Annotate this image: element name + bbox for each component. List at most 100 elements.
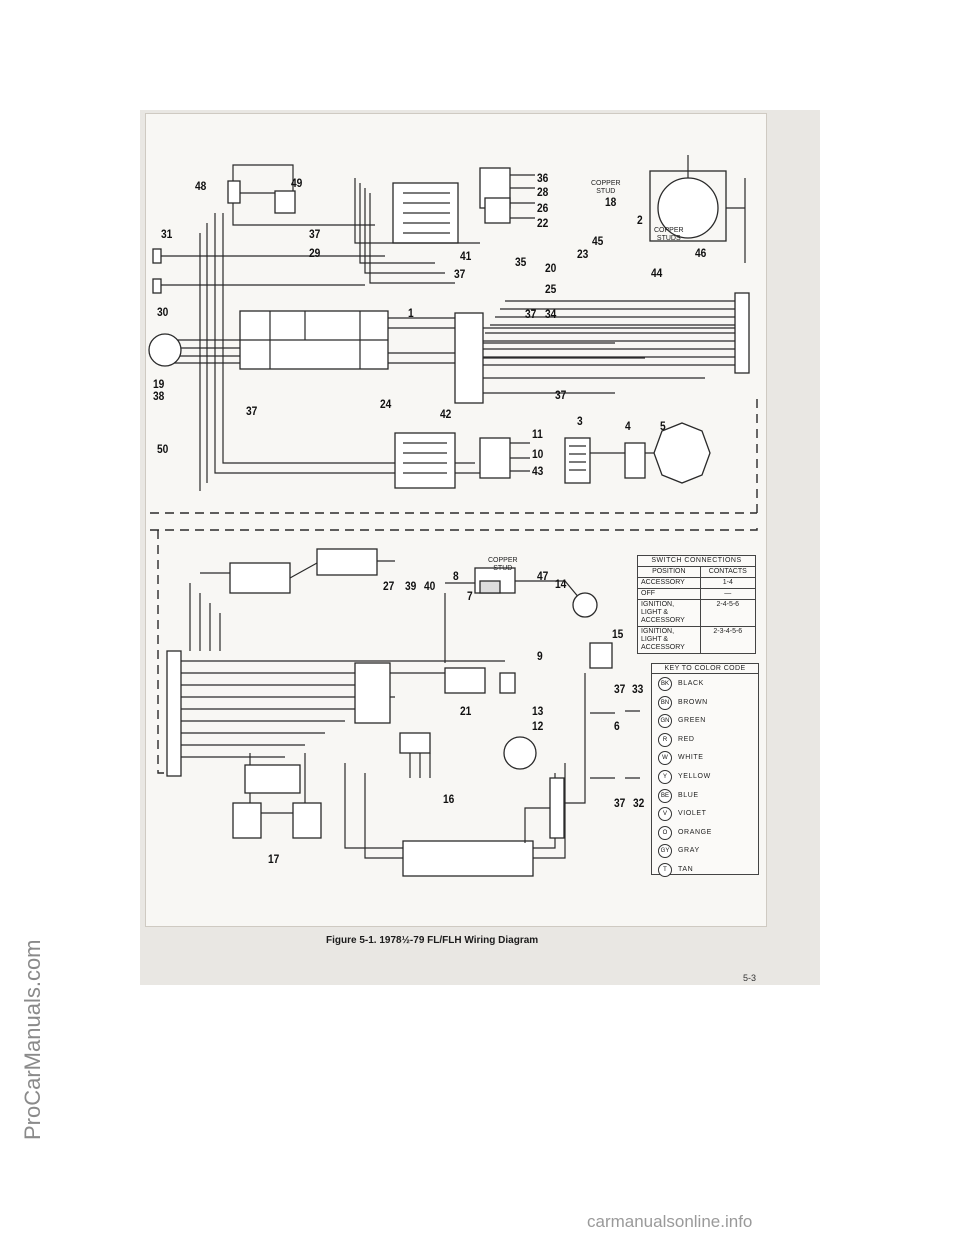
callout-49: 49 [291, 176, 303, 190]
color-code-badge: O [658, 825, 672, 840]
color-key-row: GY GRAY [652, 841, 758, 860]
callout-26: 26 [537, 201, 549, 215]
color-name: TAN [678, 865, 694, 873]
switch-position: OFF [637, 588, 701, 600]
callout-32: 32 [633, 796, 645, 810]
callout-21: 21 [460, 704, 472, 718]
callout-16: 16 [443, 792, 455, 806]
callout-12: 12 [532, 719, 544, 733]
callout-39: 39 [405, 579, 417, 593]
switch-table-col-contacts: CONTACTS [699, 566, 757, 578]
switch-contacts: 1-4 [699, 577, 757, 589]
callout-17: 17 [268, 852, 280, 866]
callout-11: 11 [532, 427, 543, 441]
color-code-badge: BN [658, 695, 672, 710]
color-name: ORANGE [678, 828, 712, 836]
callout-44: 44 [651, 266, 663, 280]
callout-25: 25 [545, 282, 557, 296]
callout-20: 20 [545, 261, 557, 275]
callout-29: 29 [309, 246, 321, 260]
callout-41: 41 [460, 249, 472, 263]
callout-37b: 37 [454, 267, 466, 281]
callout-19: 19 [153, 377, 165, 391]
color-key-row: BN BROWN [652, 693, 758, 712]
callout-37c: 37 [525, 307, 537, 321]
callout-18: 18 [605, 195, 617, 209]
color-key-row: O ORANGE [652, 823, 758, 842]
callout-1: 1 [408, 306, 414, 320]
callout-23: 23 [577, 247, 589, 261]
callout-37g: 37 [614, 796, 626, 810]
wiring-schematic [148, 155, 758, 877]
callout-2: 2 [637, 213, 643, 227]
callout-37e: 37 [555, 388, 567, 402]
callout-35: 35 [515, 255, 527, 269]
callout-3: 3 [577, 414, 583, 428]
callout-37d: 37 [246, 404, 258, 418]
callout-42: 42 [440, 407, 452, 421]
callout-9: 9 [537, 649, 543, 663]
color-key-row: Y YELLOW [652, 767, 758, 786]
callout-37: 37 [309, 227, 321, 241]
color-key-row: GN GREEN [652, 711, 758, 730]
color-name: WHITE [678, 754, 704, 762]
watermark-left: ProCarManuals.com [20, 939, 45, 1140]
switch-table-row: IGNITION, LIGHT & ACCESSORY 2-3-4-5-6 [637, 626, 757, 654]
color-code-badge: R [658, 732, 672, 747]
callout-15: 15 [612, 627, 624, 641]
callout-46: 46 [695, 246, 707, 260]
callout-5: 5 [660, 419, 666, 433]
callout-36: 36 [537, 171, 549, 185]
callout-28: 28 [537, 185, 549, 199]
callout-33: 33 [632, 682, 644, 696]
color-key-row: W WHITE [652, 748, 758, 767]
callout-48: 48 [195, 179, 207, 193]
color-name: YELLOW [678, 772, 711, 780]
color-name: BROWN [678, 698, 708, 706]
color-code-badge: W [658, 751, 672, 766]
callout-6: 6 [614, 719, 620, 733]
callout-38: 38 [153, 389, 165, 403]
switch-position: IGNITION, LIGHT & ACCESSORY [637, 599, 701, 627]
color-name: BLACK [678, 680, 704, 687]
switch-table-col-position: POSITION [637, 566, 701, 578]
color-code-badge: GN [658, 714, 672, 729]
callout-13: 13 [532, 704, 544, 718]
callout-45: 45 [592, 234, 604, 248]
callout-31: 31 [161, 227, 173, 241]
color-code-key: KEY TO COLOR CODE BK BLACK BN BROWN GN GREE… [651, 663, 759, 877]
switch-contacts: 2-3-4-5-6 [699, 626, 757, 654]
color-name: VIOLET [678, 810, 707, 818]
switch-table-row: OFF — [637, 588, 757, 600]
callout-30: 30 [157, 305, 169, 319]
color-key-title: KEY TO COLOR CODE [652, 664, 758, 674]
color-code-badge: BK [658, 677, 672, 691]
switch-position: IGNITION, LIGHT & ACCESSORY [637, 626, 701, 654]
color-code-badge: Y [658, 769, 672, 784]
color-code-badge: T [658, 862, 672, 877]
switch-table-title: SWITCH CONNECTIONS [637, 555, 756, 567]
color-key-row: T TAN [652, 860, 758, 879]
callout-10: 10 [532, 447, 544, 461]
watermark-bottom: carmanualsonline.info [587, 1212, 753, 1231]
callout-43: 43 [532, 464, 544, 478]
callout-24: 24 [380, 397, 392, 411]
switch-connections-table: SWITCH CONNECTIONS POSITION CONTACTS ACC… [637, 555, 757, 654]
callout-37f: 37 [614, 682, 626, 696]
callout-27: 27 [383, 579, 395, 593]
color-name: GREEN [678, 717, 706, 725]
color-code-badge: BE [658, 788, 672, 803]
switch-contacts: 2-4-5-6 [699, 599, 757, 627]
color-key-row: BK BLACK [652, 674, 758, 693]
callout-14: 14 [555, 577, 567, 591]
switch-table-row: ACCESSORY 1-4 [637, 577, 757, 589]
callout-7: 7 [467, 589, 473, 603]
copper-studs-label: COPPER STUDS [654, 227, 684, 242]
color-code-badge: GY [658, 844, 672, 859]
color-name: GRAY [678, 847, 700, 855]
switch-contacts: — [699, 588, 757, 600]
callout-47: 47 [537, 569, 549, 583]
